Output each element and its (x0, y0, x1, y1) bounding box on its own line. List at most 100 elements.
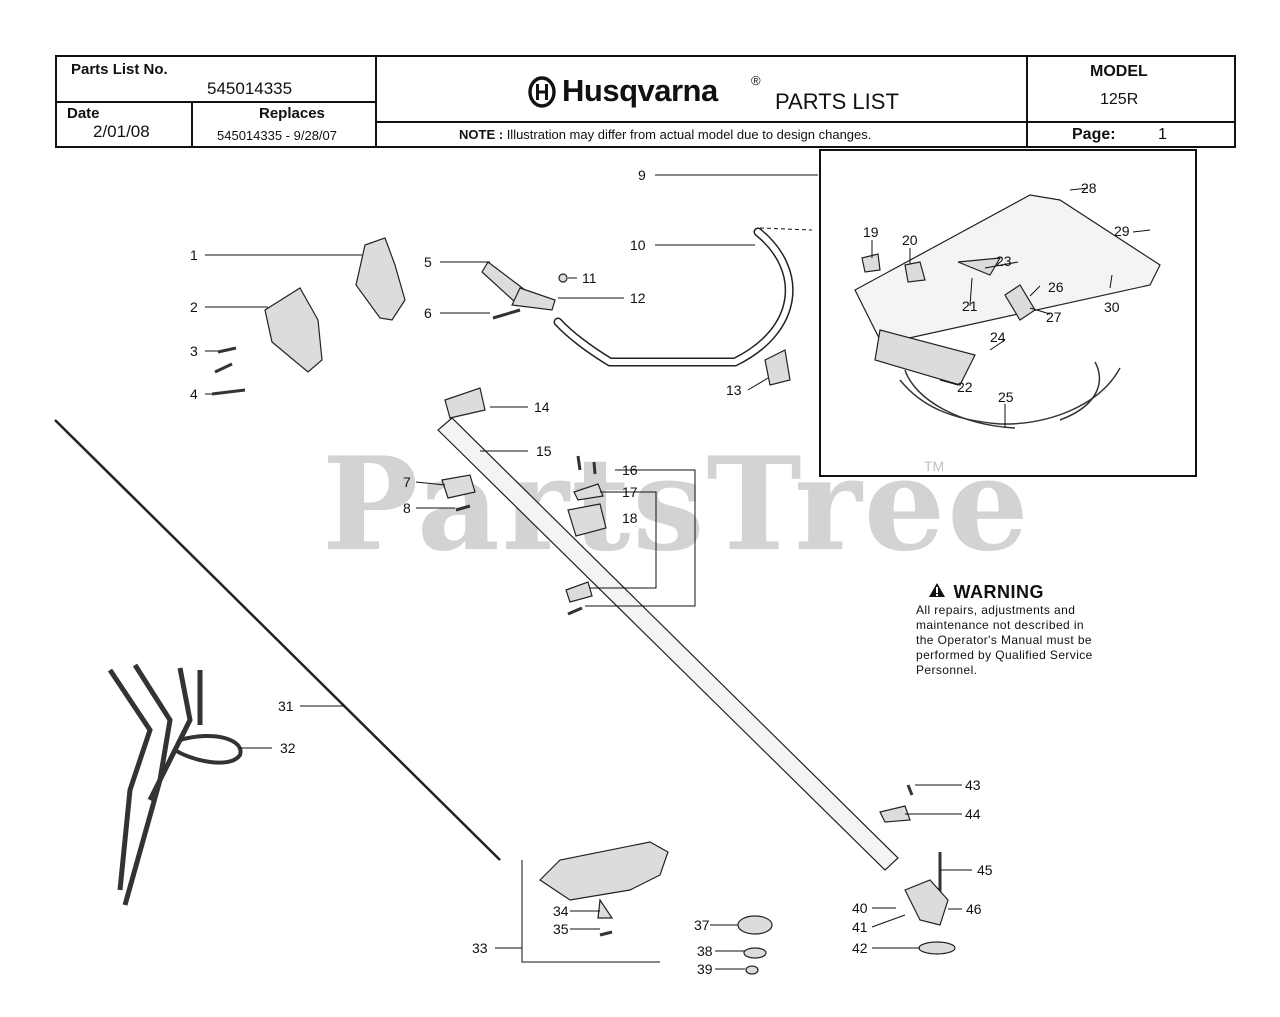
warning-line-3: the Operator's Manual must be (916, 633, 1092, 647)
callout-19: 19 (863, 224, 879, 240)
callout-21: 21 (962, 298, 978, 314)
callout-4: 4 (190, 386, 198, 402)
loop-handle (553, 227, 794, 367)
callout-1: 1 (190, 247, 198, 263)
callout-8: 8 (403, 500, 411, 516)
callout-10: 10 (630, 237, 646, 253)
callout-5: 5 (424, 254, 432, 270)
screws-part (211, 346, 246, 396)
guard-washer-part (918, 941, 956, 955)
header-table: Parts List No. 545014335 Date 2/01/08 Re… (55, 55, 1236, 148)
page-label: Page: (1072, 126, 1116, 143)
husqvarna-logo (527, 75, 557, 114)
washer-part (737, 915, 773, 935)
switch-part (861, 253, 881, 273)
page-value: 1 (1158, 126, 1167, 143)
cover-part (355, 237, 406, 321)
model-value: 125R (1100, 91, 1139, 108)
model-label: MODEL (1090, 63, 1148, 80)
clamp-part (511, 287, 556, 311)
brand-name: Husqvarna (562, 73, 718, 108)
guard-part (264, 287, 323, 373)
parts-list-title: PARTS LIST (775, 89, 899, 114)
brand-cell: Husqvarna ® PARTS LIST (377, 57, 1028, 123)
bracket-part (879, 805, 911, 823)
handle-assembly-inset (819, 149, 1197, 477)
callout-31: 31 (278, 698, 294, 714)
harness-loop (173, 733, 243, 765)
registered-mark: ® (751, 73, 761, 88)
callout-20: 20 (902, 232, 918, 248)
callout-15: 15 (536, 443, 552, 459)
date-cell: Date 2/01/08 (57, 103, 193, 148)
callout-38: 38 (697, 943, 713, 959)
model-cell: MODEL 125R (1028, 57, 1234, 123)
callout-26: 26 (1048, 279, 1064, 295)
throttle-lock-part (904, 261, 926, 283)
replaces-value: 545014335 - 9/28/07 (217, 128, 337, 143)
harness-straps (107, 663, 203, 906)
clamp-block-part (567, 503, 607, 537)
handle-grip (874, 329, 976, 386)
callout-45: 45 (977, 862, 993, 878)
callout-33: 33 (472, 940, 488, 956)
date-label: Date (67, 105, 100, 122)
date-value: 2/01/08 (93, 122, 150, 141)
callout-3: 3 (190, 343, 198, 359)
callout-18: 18 (622, 510, 638, 526)
callout-46: 46 (966, 901, 982, 917)
nut-part-39 (745, 965, 759, 975)
watermark-tm: TM (924, 458, 945, 474)
callout-16: 16 (622, 462, 638, 478)
callout-13: 13 (726, 382, 742, 398)
clamp-bottom-part (565, 581, 593, 603)
warning-icon (928, 582, 952, 602)
callout-39: 39 (697, 961, 713, 977)
replaces-cell: Replaces 545014335 - 9/28/07 (193, 103, 377, 148)
knob-part (764, 349, 791, 386)
warning-box: WARNING All repairs, adjustments and mai… (916, 582, 1136, 678)
callout-37: 37 (694, 917, 710, 933)
page-cell: Page: 1 (1028, 123, 1234, 148)
gear-head-part (904, 879, 949, 926)
callout-27: 27 (1046, 309, 1062, 325)
callout-14: 14 (534, 399, 550, 415)
replaces-label: Replaces (259, 105, 325, 122)
callout-29: 29 (1114, 223, 1130, 239)
callout-30: 30 (1104, 299, 1120, 315)
callout-2: 2 (190, 299, 198, 315)
callout-11: 11 (582, 270, 597, 286)
warning-line-1: All repairs, adjustments and (916, 603, 1076, 617)
warning-line-5: Personnel. (916, 663, 978, 677)
drive-shaft (54, 419, 501, 861)
callout-41: 41 (852, 919, 868, 935)
warning-line-4: performed by Qualified Service (916, 648, 1093, 662)
callout-34: 34 (553, 903, 569, 919)
callout-25: 25 (998, 389, 1014, 405)
callout-17: 17 (622, 484, 638, 500)
callout-40: 40 (852, 900, 868, 916)
callout-24: 24 (990, 329, 1006, 345)
clamp-top-part (573, 483, 604, 501)
shaft-tube (437, 417, 899, 871)
crown-icon (528, 76, 556, 108)
warning-title: WARNING (916, 582, 1136, 603)
note-cell: NOTE : Illustration may differ from actu… (377, 123, 1028, 148)
parts-list-no-label: Parts List No. (71, 61, 168, 78)
support-cup-part (743, 947, 767, 959)
callout-6: 6 (424, 305, 432, 321)
callout-43: 43 (965, 777, 981, 793)
cutting-guard-part (539, 841, 669, 901)
parts-list-no: 545014335 (207, 79, 293, 98)
nut-part (558, 273, 568, 283)
callout-7: 7 (403, 474, 411, 490)
throttle-cable (899, 367, 1121, 425)
callout-28: 28 (1081, 180, 1097, 196)
callout-32: 32 (280, 740, 296, 756)
note-text: NOTE : Illustration may differ from actu… (459, 127, 872, 142)
warning-line-2: maintenance not described in (916, 618, 1084, 632)
callout-35: 35 (553, 921, 569, 937)
callout-42: 42 (852, 940, 868, 956)
loop-handle-dashed-link (759, 227, 813, 231)
